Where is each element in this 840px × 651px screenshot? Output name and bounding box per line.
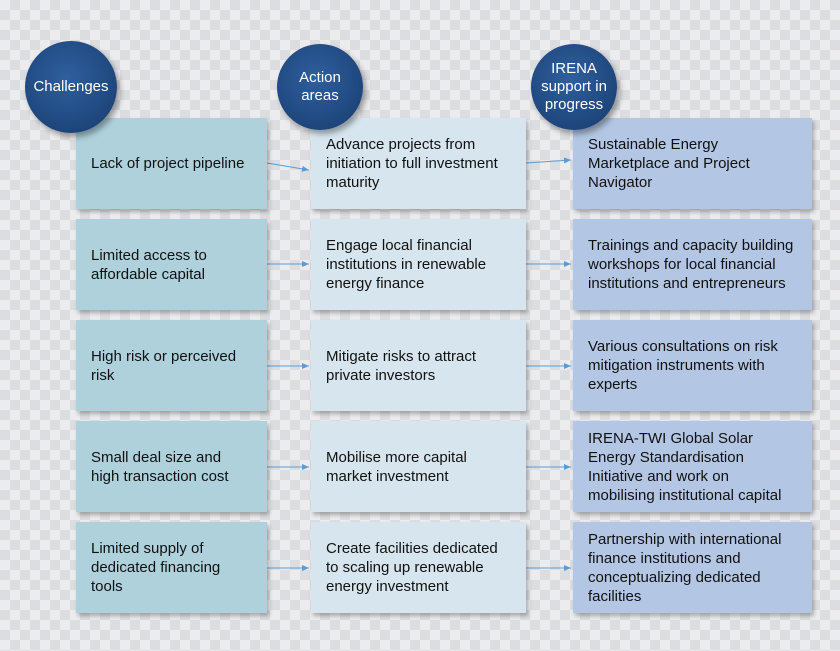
- support-box-5: Partnership with international finance i…: [573, 522, 812, 613]
- arrow-row1-b: [525, 157, 572, 164]
- challenge-box-5: Limited supply of dedicated financing to…: [76, 522, 267, 613]
- support-box-2: Trainings and capacity building workshop…: [573, 219, 812, 310]
- support-text-5: Partnership with international finance i…: [588, 530, 782, 605]
- action-text-2: Engage local financial institutions in r…: [326, 237, 487, 292]
- support-text-3: Various consultations on risk mitigation…: [588, 338, 778, 393]
- support-box-3: Various consultations on risk mitigation…: [573, 320, 812, 411]
- challenge-text-5: Limited supply of dedicated financing to…: [91, 540, 221, 595]
- action-text-1: Advance projects from initiation to full…: [326, 136, 498, 191]
- challenge-text-4: Small deal size and high transaction cos…: [91, 448, 229, 485]
- support-text-1: Sustainable Energy Marketplace and Proje…: [588, 136, 750, 191]
- arrow-row1-a: [266, 162, 310, 172]
- challenge-box-1: Lack of project pipeline: [76, 118, 267, 209]
- challenge-box-3: High risk or perceived risk: [76, 320, 267, 411]
- challenges-header: Challenges: [25, 41, 117, 133]
- irena-support-header: IRENA support in progress: [531, 44, 617, 130]
- challenge-box-2: Limited access to affordable capital: [76, 219, 267, 310]
- action-text-5: Create facilities dedicated to scaling u…: [326, 540, 498, 595]
- support-text-2: Trainings and capacity building workshop…: [588, 237, 794, 292]
- support-box-4: IRENA-TWI Global Solar Energy Standardis…: [573, 421, 812, 512]
- action-box-4: Mobilise more capital market investment: [311, 421, 526, 512]
- challenge-text-3: High risk or perceived risk: [91, 347, 237, 384]
- action-box-2: Engage local financial institutions in r…: [311, 219, 526, 310]
- action-text-3: Mitigate risks to attract private invest…: [326, 347, 477, 384]
- action-box-3: Mitigate risks to attract private invest…: [311, 320, 526, 411]
- action-box-1: Advance projects from initiation to full…: [311, 118, 526, 209]
- support-text-4: IRENA-TWI Global Solar Energy Standardis…: [588, 429, 782, 504]
- challenge-box-4: Small deal size and high transaction cos…: [76, 421, 267, 512]
- action-box-5: Create facilities dedicated to scaling u…: [311, 522, 526, 613]
- challenge-text-1: Lack of project pipeline: [91, 155, 245, 172]
- support-box-1: Sustainable Energy Marketplace and Proje…: [573, 118, 812, 209]
- challenge-text-2: Limited access to affordable capital: [91, 246, 207, 283]
- action-text-4: Mobilise more capital market investment: [326, 448, 467, 485]
- action-areas-header: Action areas: [277, 44, 363, 130]
